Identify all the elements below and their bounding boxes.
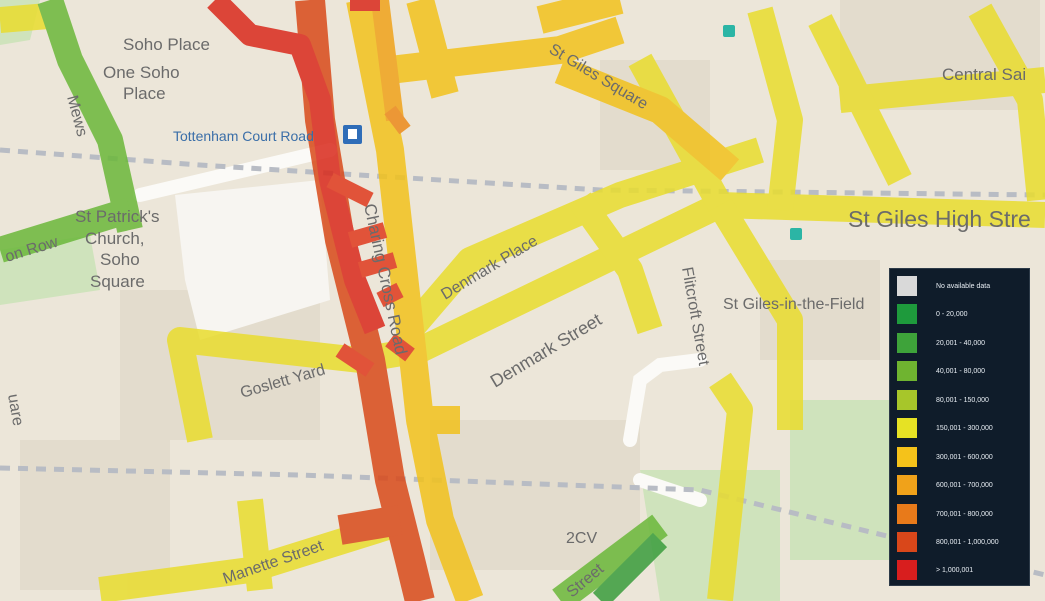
legend-swatch (897, 418, 917, 438)
legend-swatch (897, 560, 917, 580)
white-building (175, 180, 330, 340)
label-2cv: 2CV (566, 530, 597, 547)
legend-label: 80,001 - 150,000 (936, 396, 989, 404)
legend-item: 40,001 - 80,000 (897, 360, 985, 382)
label-st-patricks-2: Church, (85, 229, 145, 248)
label-st-patricks-1: St Patrick's (75, 207, 160, 226)
legend-item: 800,001 - 1,000,000 (897, 531, 999, 553)
legend-item: 700,001 - 800,000 (897, 503, 993, 525)
legend-label: 600,001 - 700,000 (936, 481, 993, 489)
legend-label: 20,001 - 40,000 (936, 339, 986, 347)
label-soho-square-1: Soho (100, 250, 140, 269)
label-square-left: uare (4, 393, 26, 428)
legend-item: 20,001 - 40,000 (897, 332, 985, 354)
legend-item: 0 - 20,000 (897, 303, 968, 325)
legend-swatch (897, 361, 917, 381)
legend-swatch (897, 504, 917, 524)
legend-item: 150,001 - 300,000 (897, 417, 993, 439)
label-st-giles-high-street: St Giles High Stre (848, 206, 1031, 232)
legend-item: 80,001 - 150,000 (897, 389, 989, 411)
label-one-soho-place-1: One Soho (103, 63, 180, 82)
legend-swatch (897, 304, 917, 324)
traffic-legend: No available data 0 - 20,000 20,001 - 40… (889, 268, 1030, 586)
transit-stop-icon[interactable] (723, 25, 735, 37)
label-one-soho-place-2: Place (123, 84, 166, 103)
legend-item: 600,001 - 700,000 (897, 474, 993, 496)
legend-label: > 1,000,001 (936, 566, 974, 574)
legend-label: 0 - 20,000 (936, 310, 968, 318)
legend-label: 150,001 - 300,000 (936, 424, 993, 432)
legend-label: 800,001 - 1,000,000 (936, 538, 999, 546)
legend-item: 300,001 - 600,000 (897, 446, 993, 468)
legend-label: 40,001 - 80,000 (936, 367, 986, 375)
legend-swatch (897, 276, 917, 296)
legend-label: 300,001 - 600,000 (936, 453, 993, 461)
label-tottenham-court-road: Tottenham Court Road (173, 128, 314, 144)
transit-stop-icon-2[interactable] (790, 228, 802, 240)
label-central-saint: Central Sai (942, 65, 1026, 84)
legend-label: 700,001 - 800,000 (936, 510, 993, 518)
legend-label: No available data (936, 282, 991, 290)
legend-swatch (897, 532, 917, 552)
legend-item: > 1,000,001 (897, 559, 973, 581)
label-st-giles-in-the-fields: St Giles-in-the-Field (723, 296, 864, 313)
legend-swatch (897, 333, 917, 353)
legend-item: No available data (897, 275, 990, 297)
legend-swatch (897, 390, 917, 410)
label-soho-place: Soho Place (123, 35, 210, 54)
label-soho-square-2: Square (90, 272, 145, 291)
underground-station-icon[interactable] (343, 125, 362, 144)
legend-swatch (897, 447, 917, 467)
legend-swatch (897, 475, 917, 495)
